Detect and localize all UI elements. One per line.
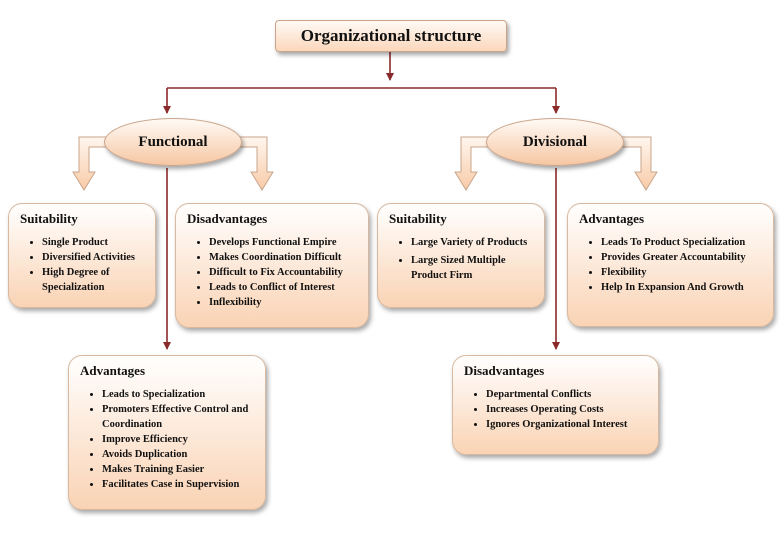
list-item: Makes Training Easier	[102, 462, 255, 477]
list-item: Provides Greater Accountability	[601, 250, 763, 265]
divisional-suitability-heading: Suitability	[389, 211, 447, 226]
list-item: Flexibility	[601, 265, 763, 280]
divisional-suitability-box: Suitability Large Variety of Products La…	[377, 203, 545, 308]
divisional-advantages-box: Advantages Leads To Product Specializati…	[567, 203, 774, 327]
divisional-label: Divisional	[522, 133, 588, 150]
divisional-left-bent-arrow	[454, 136, 489, 191]
functional-suitability-heading: Suitability	[20, 211, 78, 226]
list-item: Increases Operating Costs	[486, 402, 648, 417]
list-item: Promoters Effective Control and Coordina…	[102, 402, 255, 432]
functional-advantages-box: Advantages Leads to Specialization Promo…	[68, 355, 266, 510]
functional-left-bent-arrow	[72, 136, 107, 191]
functional-advantages-list: Leads to Specialization Promoters Effect…	[80, 387, 255, 492]
functional-disadvantages-heading: Disadvantages	[187, 211, 268, 226]
divisional-advantages-heading: Advantages	[579, 211, 645, 226]
functional-disadvantages-box: Disadvantages Develops Functional Empire…	[175, 203, 369, 328]
divisional-disadvantages-heading: Disadvantages	[464, 363, 545, 378]
list-item: Ignores Organizational Interest	[486, 417, 648, 432]
list-item: Diversified Activities	[42, 250, 145, 265]
list-item: Departmental Conflicts	[486, 387, 648, 402]
divisional-disadvantages-box: Disadvantages Departmental Conflicts Inc…	[452, 355, 659, 455]
divisional-right-bent-arrow	[621, 136, 658, 191]
functional-right-bent-arrow	[239, 136, 274, 191]
functional-disadvantages-list: Develops Functional Empire Makes Coordin…	[187, 235, 358, 310]
list-item: Difficult to Fix Accountability	[209, 265, 358, 280]
list-item: Leads to Specialization	[102, 387, 255, 402]
list-item: Single Product	[42, 235, 145, 250]
list-item: Large Variety of Products	[411, 235, 534, 250]
divisional-suitability-list: Large Variety of Products Large Sized Mu…	[389, 235, 534, 283]
list-item: Develops Functional Empire	[209, 235, 358, 250]
functional-advantages-heading: Advantages	[80, 363, 146, 378]
functional-suitability-list: Single Product Diversified Activities Hi…	[20, 235, 145, 295]
list-item: Help In Expansion And Growth	[601, 280, 763, 295]
title-box: Organizational structure	[275, 20, 507, 52]
list-item: Avoids Duplication	[102, 447, 255, 462]
divisional-node: Divisional	[486, 118, 624, 166]
list-item: High Degree of Specialization	[42, 265, 145, 295]
list-item: Improve Efficiency	[102, 432, 255, 447]
list-item: Facilitates Case in Supervision	[102, 477, 255, 492]
list-item: Leads To Product Specialization	[601, 235, 763, 250]
functional-label: Functional	[138, 133, 208, 150]
list-item: Inflexibility	[209, 295, 358, 310]
functional-suitability-box: Suitability Single Product Diversified A…	[8, 203, 156, 308]
divisional-disadvantages-list: Departmental Conflicts Increases Operati…	[464, 387, 648, 432]
list-item: Makes Coordination Difficult	[209, 250, 358, 265]
divisional-advantages-list: Leads To Product Specialization Provides…	[579, 235, 763, 295]
list-item: Leads to Conflict of Interest	[209, 280, 358, 295]
page-title: Organizational structure	[300, 26, 482, 45]
list-item: Large Sized Multiple Product Firm	[411, 253, 534, 283]
functional-node: Functional	[104, 118, 242, 166]
